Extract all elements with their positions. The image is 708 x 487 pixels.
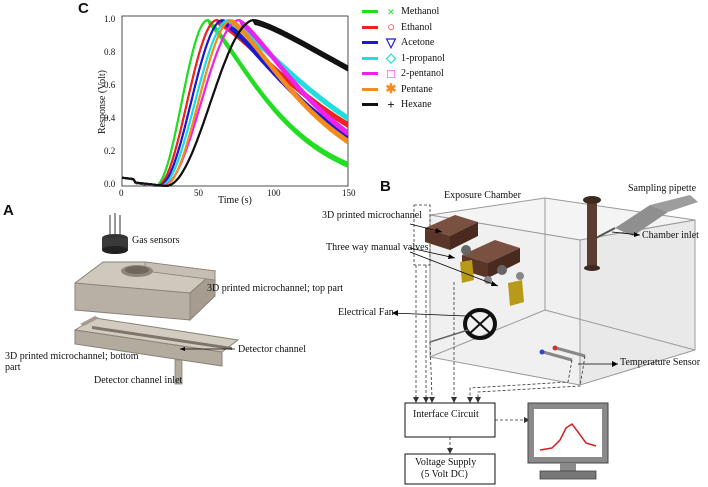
x-axis-label: Time (s) bbox=[218, 195, 252, 206]
electrical-fan-label: Electrical Fan bbox=[338, 307, 394, 318]
series-line-hexane bbox=[121, 18, 349, 187]
legend-item: × Methanol bbox=[362, 4, 445, 20]
legend-item: ✱ Pentane bbox=[362, 81, 445, 98]
y-tick-label: 0.4 bbox=[104, 113, 116, 123]
sampling-pipette-label: Sampling pipette bbox=[628, 183, 697, 194]
chart-lines bbox=[121, 18, 349, 188]
legend-label: 1-propanol bbox=[401, 52, 445, 64]
y-tick-label: 0.6 bbox=[104, 80, 116, 90]
sampling-pipette-icon bbox=[595, 195, 698, 239]
legend-swatch bbox=[362, 10, 378, 14]
legend-swatch bbox=[362, 41, 378, 45]
temperature-sensor-icon bbox=[539, 345, 586, 362]
gas-sensor-icon bbox=[102, 213, 128, 254]
chart-frame bbox=[121, 15, 349, 187]
exposure-chamber-label: Exposure Chamber bbox=[444, 190, 521, 201]
legend-item: ○ Ethanol bbox=[362, 19, 445, 36]
legend-marker-icon: × bbox=[387, 3, 395, 19]
x-tick-label: 100 bbox=[267, 188, 281, 198]
legend-item: + Hexane bbox=[362, 97, 445, 113]
temperature-sensor-label: Temperature Sensor bbox=[620, 357, 701, 368]
bottom-part-label-2: part bbox=[5, 362, 21, 373]
legend-marker-icon: ✱ bbox=[385, 81, 397, 97]
legend-marker-icon: ◇ bbox=[386, 50, 396, 66]
gas-sensors-label: Gas sensors bbox=[132, 235, 180, 246]
legend-item: ◇ 1-propanol bbox=[362, 50, 445, 67]
legend-item: ▽ Acetone bbox=[362, 35, 445, 51]
electrical-fan-icon bbox=[429, 308, 497, 343]
voltage-supply-box bbox=[404, 453, 496, 485]
plot-area bbox=[121, 15, 349, 187]
legend-swatch bbox=[362, 103, 378, 107]
detector-channel-label: Detector channel bbox=[238, 344, 307, 355]
legend-swatch bbox=[362, 25, 378, 29]
legend-marker-icon: ▽ bbox=[386, 34, 396, 50]
legend-marker-icon: + bbox=[387, 96, 395, 112]
monitor-icon bbox=[527, 402, 609, 480]
chart-legend: × Methanol ○ Ethanol ▽ Acetone ◇ 1-propanol □ 2-p… bbox=[362, 4, 445, 113]
microchannel-label: 3D printed microchannel bbox=[322, 210, 422, 221]
x-tick-label: 50 bbox=[194, 188, 203, 198]
y-tick-label: 0.2 bbox=[104, 146, 116, 156]
microchannel-bottom-part bbox=[73, 316, 240, 385]
legend-label: Methanol bbox=[401, 6, 440, 18]
legend-marker-icon: □ bbox=[387, 65, 395, 81]
legend-label: 2-pentanol bbox=[401, 68, 444, 80]
interface-circuit-label: Interface Circuit bbox=[413, 409, 479, 420]
voltage-supply-label-1: Voltage Supply bbox=[415, 457, 477, 468]
x-tick-label: 150 bbox=[342, 188, 356, 198]
y-tick-label: 1.0 bbox=[104, 14, 116, 24]
legend-label: Pentane bbox=[401, 83, 433, 95]
interface-circuit-box bbox=[404, 402, 496, 438]
panel-b-letter: B bbox=[380, 178, 391, 195]
legend-item: □ 2-pentanol bbox=[362, 66, 445, 82]
panel-c-letter: C bbox=[78, 0, 89, 17]
legend-marker-icon: ○ bbox=[387, 19, 395, 35]
valves-label: Three way manual valves bbox=[326, 242, 429, 253]
chamber-inlet-post bbox=[583, 196, 601, 271]
legend-label: Hexane bbox=[401, 99, 432, 111]
legend-swatch bbox=[362, 56, 378, 60]
y-tick-label: 0.0 bbox=[104, 179, 116, 189]
legend-swatch bbox=[362, 87, 378, 91]
bottom-part-label-1: 3D printed microchannel; bottom bbox=[5, 351, 139, 362]
panel-a-letter: A bbox=[3, 202, 14, 219]
series-line-methanol bbox=[121, 18, 349, 187]
x-tick-label: 0 bbox=[119, 188, 124, 198]
microchannel-top-part bbox=[74, 261, 217, 322]
top-part-label: 3D printed microchannel; top part bbox=[207, 283, 344, 294]
detector-inlet-label: Detector channel inlet bbox=[94, 375, 183, 386]
voltage-supply-label-2: (5 Volt DC) bbox=[421, 469, 468, 480]
legend-label: Ethanol bbox=[401, 21, 433, 33]
legend-swatch bbox=[362, 72, 378, 76]
chamber-inlet-label: Chamber inlet bbox=[642, 230, 699, 241]
y-tick-label: 0.8 bbox=[104, 47, 116, 57]
three-way-valve-icon bbox=[460, 245, 524, 306]
legend-label: Acetone bbox=[401, 37, 435, 49]
